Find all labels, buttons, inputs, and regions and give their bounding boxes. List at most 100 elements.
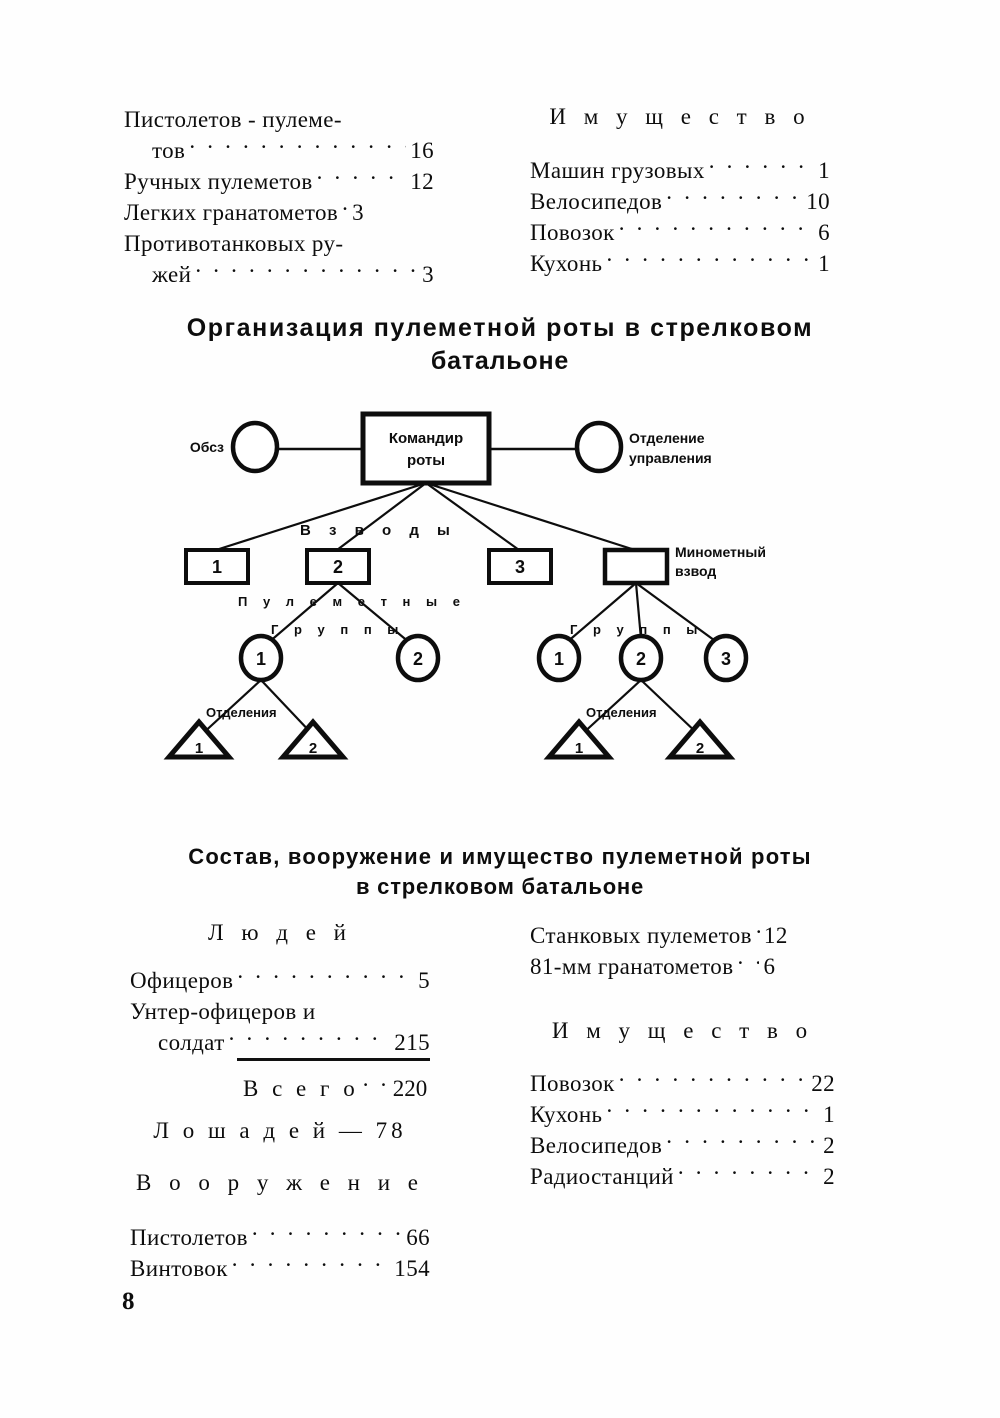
list-item-label: Велосипедов <box>530 189 663 214</box>
label-platoon-1: 1 <box>212 557 222 577</box>
list-item-label: Офицеров <box>130 968 234 993</box>
list-item-label: Радиостанций <box>530 1164 674 1189</box>
list-item-value: 2 <box>823 1133 835 1158</box>
list-item-value: 1 <box>823 1102 835 1127</box>
list-item: солдат 215 <box>130 1027 430 1058</box>
branch-to-group-left-2 <box>337 582 411 644</box>
section-heading-composition: Состав, вооружение и имущество пулеметно… <box>0 842 1000 902</box>
list-item: Легких гранатометов 3 <box>124 197 434 228</box>
list-item-value: 1 <box>818 158 830 183</box>
list-item-label: Повозок <box>530 1071 615 1096</box>
box-platoon-3 <box>487 548 553 585</box>
box-platoon-1 <box>184 548 250 585</box>
list-item: Ручных пулеметов 12 <box>124 166 434 197</box>
list-item-value: 154 <box>394 1256 430 1281</box>
list-item: Машин грузовых 1 <box>530 155 830 186</box>
list-item-label: Машин грузовых <box>530 158 705 183</box>
circle-obsz <box>230 420 280 474</box>
list-item-value: 215 <box>394 1030 430 1055</box>
total-label: В с е г о <box>243 1076 359 1101</box>
list-item-label: Велосипедов <box>530 1133 663 1158</box>
list-item-label: солдат <box>158 1030 225 1055</box>
caption-groups-left: Г р у п п ы <box>271 622 404 637</box>
label-group-left-2: 2 <box>413 649 423 669</box>
list-item-label: Винтовок <box>130 1256 228 1281</box>
dot-leader <box>189 135 406 158</box>
property-heading-bottom: И м у щ е с т в о <box>551 1018 814 1043</box>
box-commander <box>360 411 492 486</box>
triangle-squad-left-1 <box>163 718 235 760</box>
list-item-label: Унтер-офицеров и <box>130 999 316 1024</box>
branch-to-group-right-3 <box>635 582 719 644</box>
list-item: Кухонь 1 <box>530 1099 835 1130</box>
caption-squads-left: Отделения <box>206 705 277 720</box>
label-mortar-platoon-line2: взвод <box>675 563 716 579</box>
list-item: Кухонь 1 <box>530 248 830 279</box>
top-left-column: Пистолетов - пулеме- тов 16 Ручных пулем… <box>124 104 434 290</box>
label-control-section-line2: управления <box>629 450 712 466</box>
total-divider <box>237 1058 430 1061</box>
horses-line: Л о ш а д е й — 78 <box>153 1118 407 1143</box>
section-heading-line2: батальоне <box>430 347 570 375</box>
list-item-value: 16 <box>410 138 434 163</box>
dot-leader <box>606 1099 819 1122</box>
branch-to-group-left-1 <box>267 582 339 644</box>
branch-to-platoon-2 <box>336 482 427 551</box>
list-item-label: Пистолетов - пулеме- <box>124 107 342 132</box>
list-item-label: Станковых пулеметов <box>530 923 752 948</box>
box-mortar-platoon <box>602 547 670 586</box>
dot-leader <box>678 1161 819 1184</box>
circle-control-section <box>574 420 624 474</box>
list-item: тов 16 <box>124 135 434 166</box>
bottom-right-weapons-list: Станковых пулеметов 12 81-мм гранатомето… <box>530 920 835 982</box>
circle-group-left-2 <box>395 633 441 683</box>
dot-leader <box>756 920 760 943</box>
list-item: Противотанковых ру- <box>124 228 434 259</box>
label-squad-left-2: 2 <box>309 740 317 757</box>
list-item: Велосипедов 10 <box>530 186 830 217</box>
caption-squads-right: Отделения <box>586 705 657 720</box>
branch-to-platoon-1 <box>215 481 427 552</box>
dot-leader <box>619 1068 807 1091</box>
list-item-label: Кухонь <box>530 1102 603 1127</box>
property-heading-top: И м у щ е с т в о <box>549 104 811 129</box>
caption-groups-right: Г р у п п ы <box>570 622 703 637</box>
list-item-label: Ручных пулеметов <box>124 169 313 194</box>
label-mortar-platoon-line1: Минометный <box>675 544 766 560</box>
dot-leader <box>252 1222 402 1245</box>
dot-leader <box>666 186 802 209</box>
organization-chart: Обсз Командир роты Отделение управления … <box>163 411 766 760</box>
list-item-value: 12 <box>763 923 788 948</box>
list-item-label: Легких гранатометов <box>124 200 339 225</box>
list-item-value: 10 <box>806 189 830 214</box>
list-item-label: Кухонь <box>530 251 603 276</box>
dot-leader <box>737 951 759 974</box>
list-item: Офицеров 5 <box>130 965 430 996</box>
branch-to-group-right-1 <box>565 582 637 644</box>
label-obsz: Обсз <box>190 439 224 455</box>
total-line: В с е г о 220 <box>243 1073 430 1104</box>
list-item-value: 12 <box>410 169 434 194</box>
dot-leader <box>606 248 814 271</box>
label-group-left-1: 1 <box>256 649 266 669</box>
branch-to-squad-right-2 <box>640 679 701 737</box>
section-heading-organization: Организация пулеметной роты в стрелковом… <box>0 312 1000 378</box>
branch-to-group-right-2 <box>634 582 643 640</box>
list-item-value: 66 <box>406 1225 430 1250</box>
list-item-value: 6 <box>818 220 830 245</box>
list-item-value: 2 <box>823 1164 835 1189</box>
list-item: Пистолетов 66 <box>130 1222 430 1253</box>
list-item: Винтовок 154 <box>130 1253 430 1284</box>
label-squad-left-1: 1 <box>195 740 203 757</box>
triangle-squad-right-2 <box>664 718 736 760</box>
list-item-value: 5 <box>418 968 430 993</box>
section-heading-composition-line2: в стрелковом батальоне <box>355 874 645 899</box>
label-group-right-1: 1 <box>554 649 564 669</box>
weapons-heading: В о о р у ж е н и е <box>135 1170 425 1195</box>
dot-leader <box>363 1073 389 1096</box>
list-item-label: Повозок <box>530 220 615 245</box>
label-group-right-2: 2 <box>636 649 646 669</box>
list-item: Станковых пулеметов 12 <box>530 920 835 951</box>
dot-leader <box>232 1253 391 1276</box>
